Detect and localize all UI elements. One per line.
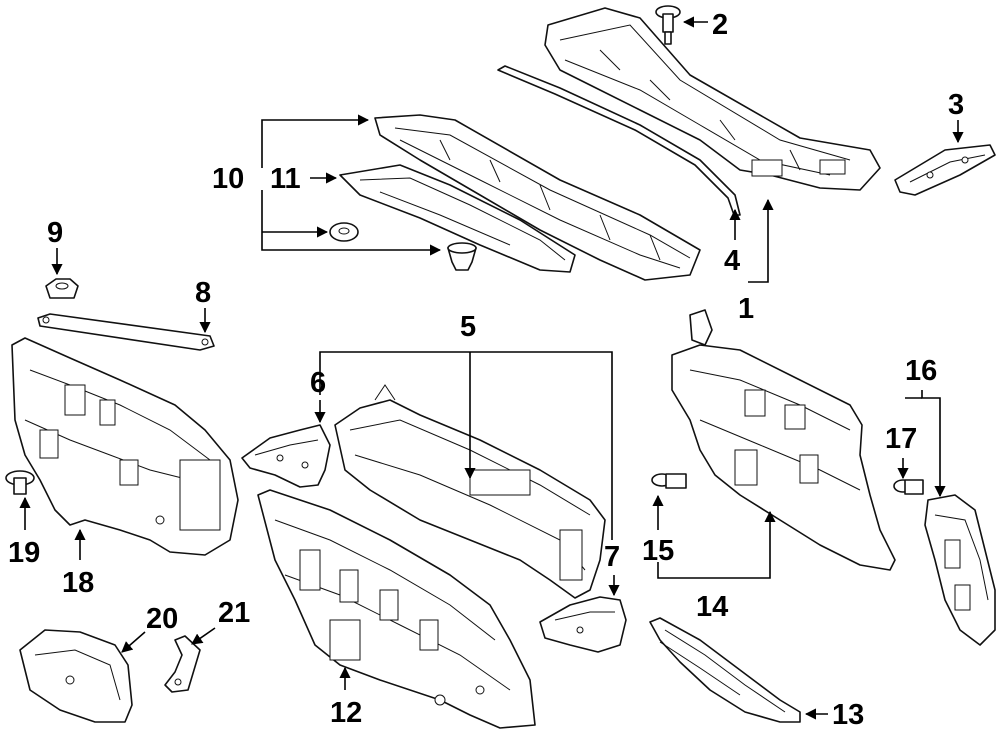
part-11-cowl-grille-inner [339,164,576,273]
callout-2: 2 [712,9,728,41]
callout-13: 13 [832,699,864,731]
callout-17: 17 [885,423,917,455]
leader-lines [19,16,964,720]
callout-6: 6 [310,367,326,399]
part-16-side-panel [924,494,996,646]
part-13-lower-panel [649,617,801,723]
part-7-bracket [539,596,627,653]
part-20-side-panel [19,629,133,723]
part-1-cowl-panel [544,7,881,191]
callout-4: 4 [724,245,740,277]
callout-7: 7 [604,541,620,573]
part-8-rod [37,313,215,351]
part-15-fastener [651,473,687,489]
callout-14: 14 [696,591,728,623]
callout-11: 11 [270,163,301,195]
part-10-nut-b [447,242,477,271]
callout-21: 21 [218,597,250,629]
callout-15: 15 [642,535,674,567]
callout-19: 19 [8,537,40,569]
callout-10: 10 [212,163,244,195]
part-21-bracket [164,635,201,693]
callout-16: 16 [905,355,937,387]
part-9-nut [45,278,79,299]
callout-labels: 1 2 3 4 5 6 7 8 9 10 11 12 13 14 15 16 1… [8,9,964,731]
callout-18: 18 [62,567,94,599]
part-6-bracket [241,424,331,488]
callout-20: 20 [146,603,178,635]
part-3-bracket [894,144,996,196]
callout-5: 5 [460,311,476,343]
callout-9: 9 [47,217,63,249]
callout-1: 1 [738,293,754,325]
part-17-fastener [893,479,924,495]
part-19-fastener [5,470,35,495]
part-10-nut-a [329,222,359,242]
part-10-cowl-grille [374,114,701,281]
callout-8: 8 [195,277,211,309]
callout-3: 3 [948,89,964,121]
part-14-insulator [671,309,896,571]
part-2-clip [655,5,681,45]
part-18-insulator [11,337,239,556]
part-12-dash-panel [257,489,536,729]
callout-12: 12 [330,697,362,729]
